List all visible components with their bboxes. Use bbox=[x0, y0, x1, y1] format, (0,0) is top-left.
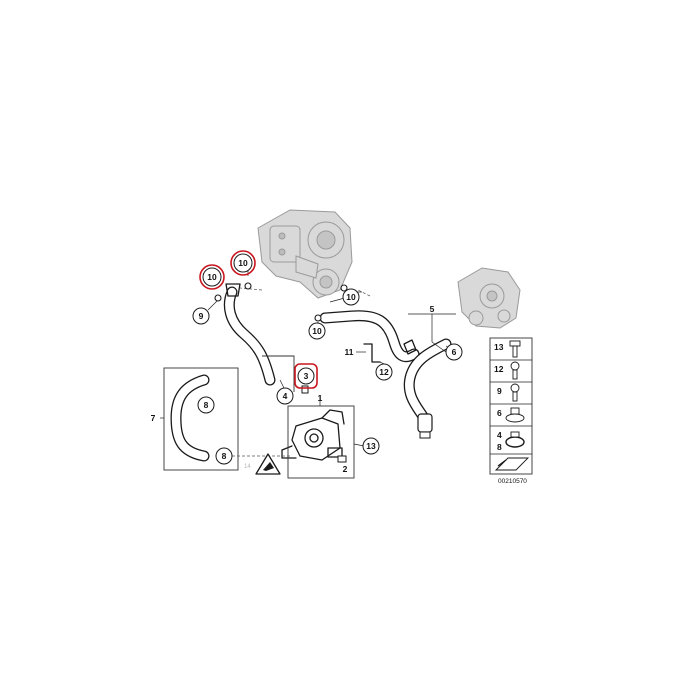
svg-text:10: 10 bbox=[346, 292, 356, 302]
arrow-wedge-icon bbox=[494, 457, 530, 471]
highlight-box-3 bbox=[294, 363, 318, 389]
callout-7[interactable]: 7 bbox=[151, 413, 156, 423]
coolant-hose-5 bbox=[403, 338, 452, 439]
svg-text:7: 7 bbox=[151, 413, 156, 423]
washer-10-left bbox=[214, 294, 222, 302]
washer-icon bbox=[510, 383, 520, 402]
highlight-ring-10-right bbox=[230, 250, 256, 276]
svg-text:8: 8 bbox=[204, 400, 209, 410]
coolant-hose-7 bbox=[170, 374, 210, 462]
callout-10-mid[interactable]: 10 bbox=[308, 322, 326, 340]
callout-4[interactable]: 4 bbox=[276, 387, 294, 405]
bolt-icon bbox=[509, 340, 521, 358]
callout-5[interactable]: 5 bbox=[430, 304, 435, 314]
svg-text:10: 10 bbox=[207, 272, 217, 282]
callout-10-top-right[interactable]: 10 bbox=[233, 253, 253, 273]
callout-3[interactable]: 3 bbox=[297, 367, 315, 385]
callout-8-upper[interactable]: 8 bbox=[197, 396, 215, 414]
callout-9[interactable]: 9 bbox=[192, 307, 210, 325]
coolant-line-turbo-feed bbox=[223, 283, 276, 386]
callout-11[interactable]: 11 bbox=[345, 347, 354, 357]
hose-clamp-icon bbox=[505, 407, 525, 423]
washer-10-mid bbox=[314, 314, 322, 322]
callout-1[interactable]: 1 bbox=[318, 393, 323, 403]
svg-text:10: 10 bbox=[238, 258, 248, 268]
coolant-line-return bbox=[319, 310, 420, 363]
callout-2[interactable]: 2 bbox=[343, 464, 348, 474]
callout-12[interactable]: 12 bbox=[375, 363, 393, 381]
clip-5 bbox=[403, 339, 417, 355]
legend-item-6: 6 bbox=[497, 408, 502, 418]
callout-10-top-left[interactable]: 10 bbox=[202, 267, 222, 287]
thermostat-housing-illustration bbox=[457, 267, 521, 329]
svg-text:10: 10 bbox=[312, 326, 322, 336]
seal-3 bbox=[301, 385, 309, 394]
legend-item-12: 12 bbox=[494, 364, 504, 374]
highlight-ring-10-left bbox=[199, 264, 225, 290]
diagram-code: 00210570 bbox=[498, 478, 527, 485]
svg-text:2: 2 bbox=[343, 464, 348, 474]
auxiliary-water-pump-illustration bbox=[281, 409, 345, 461]
svg-text:1: 1 bbox=[318, 393, 323, 403]
frame-hose-7 bbox=[163, 367, 239, 471]
callout-10-turbo[interactable]: 10 bbox=[342, 288, 360, 306]
parts-legend: 13 12 9 6 4 8 bbox=[489, 337, 533, 475]
callout-13[interactable]: 13 bbox=[362, 437, 380, 455]
svg-text:9: 9 bbox=[199, 311, 204, 321]
svg-text:8: 8 bbox=[222, 451, 227, 461]
warning-triangle-icon bbox=[255, 453, 281, 475]
washer-10-right bbox=[244, 282, 252, 290]
svg-text:5: 5 bbox=[430, 304, 435, 314]
legend-item-8: 8 bbox=[497, 442, 502, 452]
frame-part-3 bbox=[262, 355, 295, 392]
svg-text:12: 12 bbox=[379, 367, 389, 377]
svg-text:6: 6 bbox=[452, 347, 457, 357]
svg-text:13: 13 bbox=[366, 441, 376, 451]
legend-item-9: 9 bbox=[497, 386, 502, 396]
svg-text:11: 11 bbox=[345, 347, 354, 357]
callout-8-lower[interactable]: 8 bbox=[215, 447, 233, 465]
cap-2 bbox=[337, 455, 347, 463]
screw-icon bbox=[510, 361, 520, 380]
callout-14: 14 bbox=[244, 464, 251, 470]
callout-6[interactable]: 6 bbox=[445, 343, 463, 361]
bracket-11 bbox=[363, 343, 381, 363]
frame-pump-1 bbox=[287, 405, 355, 479]
svg-text:3: 3 bbox=[304, 371, 309, 381]
legend-item-13: 13 bbox=[494, 342, 504, 352]
washer-10-turbo bbox=[340, 284, 348, 292]
turbocharger-illustration bbox=[257, 209, 353, 299]
spring-clamp-icon bbox=[505, 431, 525, 448]
legend-item-4: 4 bbox=[497, 430, 502, 440]
svg-text:4: 4 bbox=[283, 391, 288, 401]
